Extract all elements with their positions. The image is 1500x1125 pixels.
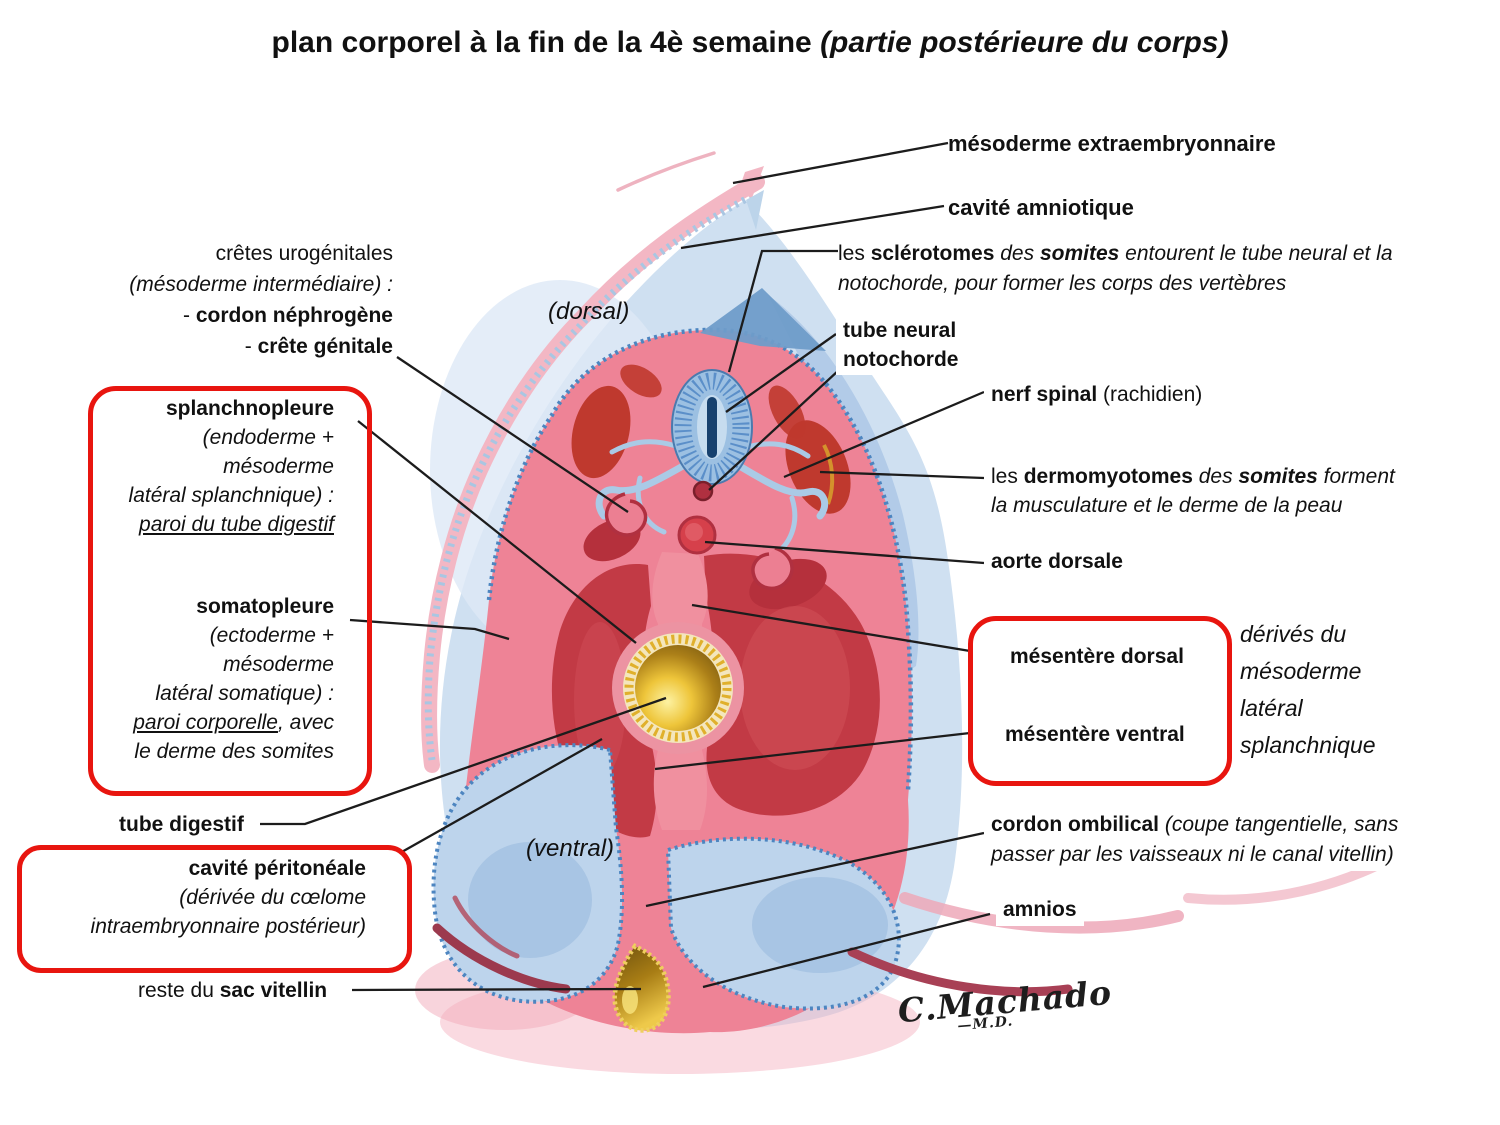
notochord-shape [692, 480, 714, 502]
label-cordon-ombilical: cordon ombilical (coupe tangentielle, sa… [984, 809, 1488, 871]
neural-tube-shape [671, 369, 753, 485]
label-mesentere-dorsal: mésentère dorsal [1003, 641, 1191, 673]
label-tube-neural-notochorde: tube neural notochorde [836, 315, 966, 375]
label-nerf-spinal: nerf spinal (rachidien) [984, 379, 1210, 411]
label-cretes-urogenitales: crêtes urogénitales (mésoderme intermédi… [129, 242, 393, 358]
label-tube-digestif: tube digestif [112, 809, 251, 841]
spinal-nerve-shapes [595, 439, 829, 559]
label-derives-mesoderme: dérivés du mésoderme latéral splanchniqu… [1240, 621, 1376, 758]
label-amnios: amnios [996, 894, 1084, 926]
label-dermomyotomes: les dermomyotomes des somites forment la… [984, 461, 1488, 521]
label-cavite-amniotique: cavité amniotique [948, 195, 1134, 220]
callout-box-pleures [88, 386, 372, 796]
label-splanchnopleure: splanchnopleure (endoderme + mésoderme l… [128, 397, 334, 536]
label-sclerotomes: les sclérotomes des somites entourent le… [838, 242, 1393, 295]
callout-box-cavite-peritoneale [17, 845, 412, 973]
amnion-fold-shapes [431, 743, 901, 1011]
title-paren: (partie postérieure du corps) [820, 26, 1229, 59]
urogenital-ridge-shapes [604, 492, 794, 591]
callout-box-mesenteres [968, 616, 1232, 786]
yolk-sac-shape [612, 943, 671, 1033]
label-somatopleure: somatopleure (ectoderme + mésoderme laté… [133, 595, 334, 763]
label-notochorde: notochorde [843, 348, 959, 371]
label-aorte-dorsale: aorte dorsale [984, 546, 1130, 578]
dorsal-aorta-shape [677, 515, 717, 555]
label-dorsal: (dorsal) [548, 298, 630, 325]
title-main: plan corporel à la fin de la 4è semaine [271, 26, 821, 59]
gut-tube-shape [612, 622, 744, 754]
label-cavite-peritoneale: cavité péritonéale (dérivée du cœlome in… [90, 857, 366, 938]
label-mesentere-ventral: mésentère ventral [998, 719, 1192, 751]
label-ventral: (ventral) [526, 835, 615, 862]
label-reste-sac-vitellin: reste du sac vitellin [138, 979, 328, 1002]
label-mesoderme-extraembryonnaire: mésoderme extraembryonnaire [948, 131, 1276, 156]
leader-lines [260, 141, 991, 992]
amnion-membrane-shape [421, 151, 765, 773]
page-title: plan corporel à la fin de la 4è semaine … [0, 26, 1500, 60]
label-tube-neural: tube neural [843, 319, 957, 342]
